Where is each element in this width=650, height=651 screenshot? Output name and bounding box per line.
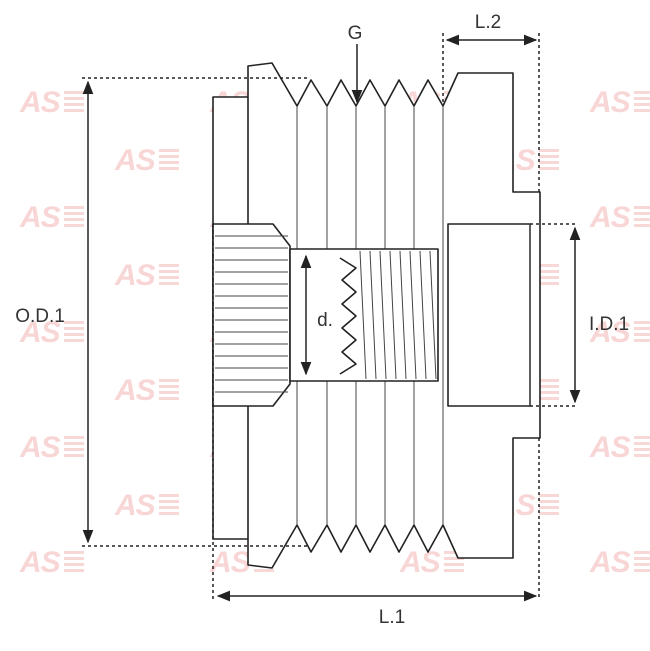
watermark-logo: AS — [19, 316, 61, 349]
knurled-hub — [212, 223, 291, 407]
watermark-stripes — [634, 91, 650, 112]
dimension-labels: G L.2 O.D.1 d. I.D.1 L.1 — [15, 12, 629, 628]
watermark-stripes — [539, 264, 559, 285]
right-collar — [447, 223, 531, 407]
watermark-logo: AS — [19, 431, 61, 464]
watermark-stripes — [444, 551, 464, 572]
watermark-logo: AS — [114, 489, 156, 522]
watermark-logo: AS — [589, 201, 631, 234]
watermark-stripes — [159, 379, 179, 400]
watermark-stripes — [634, 551, 650, 572]
watermark-stripes — [159, 494, 179, 515]
watermark-logo: AS — [114, 144, 156, 177]
watermark-stripes — [64, 436, 84, 457]
thread-line — [369, 250, 377, 380]
watermark-logo: AS — [589, 316, 631, 349]
watermark-stripes — [159, 264, 179, 285]
thread-lines — [359, 250, 437, 380]
thread-line — [399, 250, 407, 380]
watermark-stripes — [64, 551, 84, 572]
watermark-stripes — [159, 149, 179, 170]
watermark-stripes — [634, 206, 650, 227]
thread-profile — [339, 257, 357, 375]
thread-line — [419, 250, 427, 380]
dimension-arrows — [82, 34, 581, 602]
watermark-stripes — [64, 206, 84, 227]
extension-lines — [82, 33, 578, 600]
watermark-logo: AS — [589, 431, 631, 464]
watermark-logo: AS — [589, 86, 631, 119]
watermark-stripes — [634, 321, 650, 342]
thread-line — [379, 250, 387, 380]
label-id1: I.D.1 — [589, 314, 629, 335]
thread-line — [409, 250, 417, 380]
watermark-logo: AS — [114, 374, 156, 407]
watermark-stripes — [64, 91, 84, 112]
watermark-logo: AS — [19, 201, 61, 234]
watermark-stripes — [634, 436, 650, 457]
label-l1: L.1 — [379, 607, 405, 628]
label-l2: L.2 — [475, 12, 501, 33]
watermark-stripes — [539, 494, 559, 515]
watermark-logo: AS — [19, 546, 61, 579]
watermark-stripes — [539, 149, 559, 170]
label-g: G — [348, 23, 363, 44]
watermark-stripes — [64, 321, 84, 342]
pulley-body — [212, 62, 541, 569]
watermark-logo: AS — [209, 546, 251, 579]
watermark-logo: AS — [114, 259, 156, 292]
thread-line — [389, 250, 397, 380]
watermark-logo: AS — [399, 546, 441, 579]
knurl-lines — [215, 235, 288, 393]
watermark-logo: AS — [589, 546, 631, 579]
label-od1: O.D.1 — [15, 306, 65, 327]
label-d: d. — [317, 310, 333, 331]
thread-line — [429, 250, 437, 380]
watermark-stripes — [539, 379, 559, 400]
watermark-logo: AS — [19, 86, 61, 119]
threaded-bore — [289, 248, 439, 382]
thread-line — [359, 250, 367, 380]
